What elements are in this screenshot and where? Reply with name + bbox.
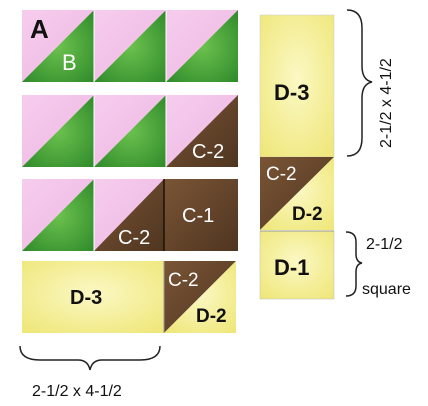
square-d1 <box>259 230 335 300</box>
rect-d3 <box>22 261 164 333</box>
hst-square <box>94 95 166 167</box>
right-small-brace <box>345 231 363 297</box>
hst-square-a-b <box>22 10 94 82</box>
hst-square-c2-d2-vertical <box>260 157 334 230</box>
label-b: B <box>62 50 77 75</box>
hst-square <box>22 95 94 167</box>
rect-d3-vertical <box>259 14 335 158</box>
label-d2-vertical: D-2 <box>292 204 323 225</box>
label-d1: D-1 <box>274 255 309 280</box>
hst-square <box>94 10 166 82</box>
label-c2-row4: C-2 <box>168 270 199 291</box>
row-4-units <box>22 261 236 333</box>
square-word-label: square <box>362 281 411 298</box>
rect-c1 <box>164 179 238 251</box>
label-d3-row4: D-3 <box>70 287 102 309</box>
hst-square-c2-d2 <box>164 261 236 333</box>
row-2-hst-units <box>22 95 238 167</box>
hst-square <box>22 179 94 251</box>
label-a: A <box>30 14 49 44</box>
square-dimension-label: 2-1/2 <box>366 236 403 253</box>
right-column-units <box>259 14 335 300</box>
label-c2-row2: C-2 <box>192 141 224 163</box>
hst-square-c2 <box>166 95 238 167</box>
bottom-brace <box>19 345 161 371</box>
label-d2-row4: D-2 <box>196 306 227 327</box>
bottom-dimension-label: 2-1/2 x 4-1/2 <box>32 383 122 400</box>
row-3-units <box>22 179 238 251</box>
row-1-hst-units <box>22 10 238 82</box>
label-c2-row3: C-2 <box>118 227 150 249</box>
hst-square <box>166 10 238 82</box>
right-dimension-label: 2-1/2 x 4-1/2 <box>378 58 395 148</box>
label-c2-vertical: C-2 <box>266 164 297 185</box>
label-d3-vertical: D-3 <box>274 80 309 105</box>
label-c1: C-1 <box>182 205 214 227</box>
hst-square-c2 <box>94 179 164 251</box>
right-tall-brace <box>346 9 373 157</box>
